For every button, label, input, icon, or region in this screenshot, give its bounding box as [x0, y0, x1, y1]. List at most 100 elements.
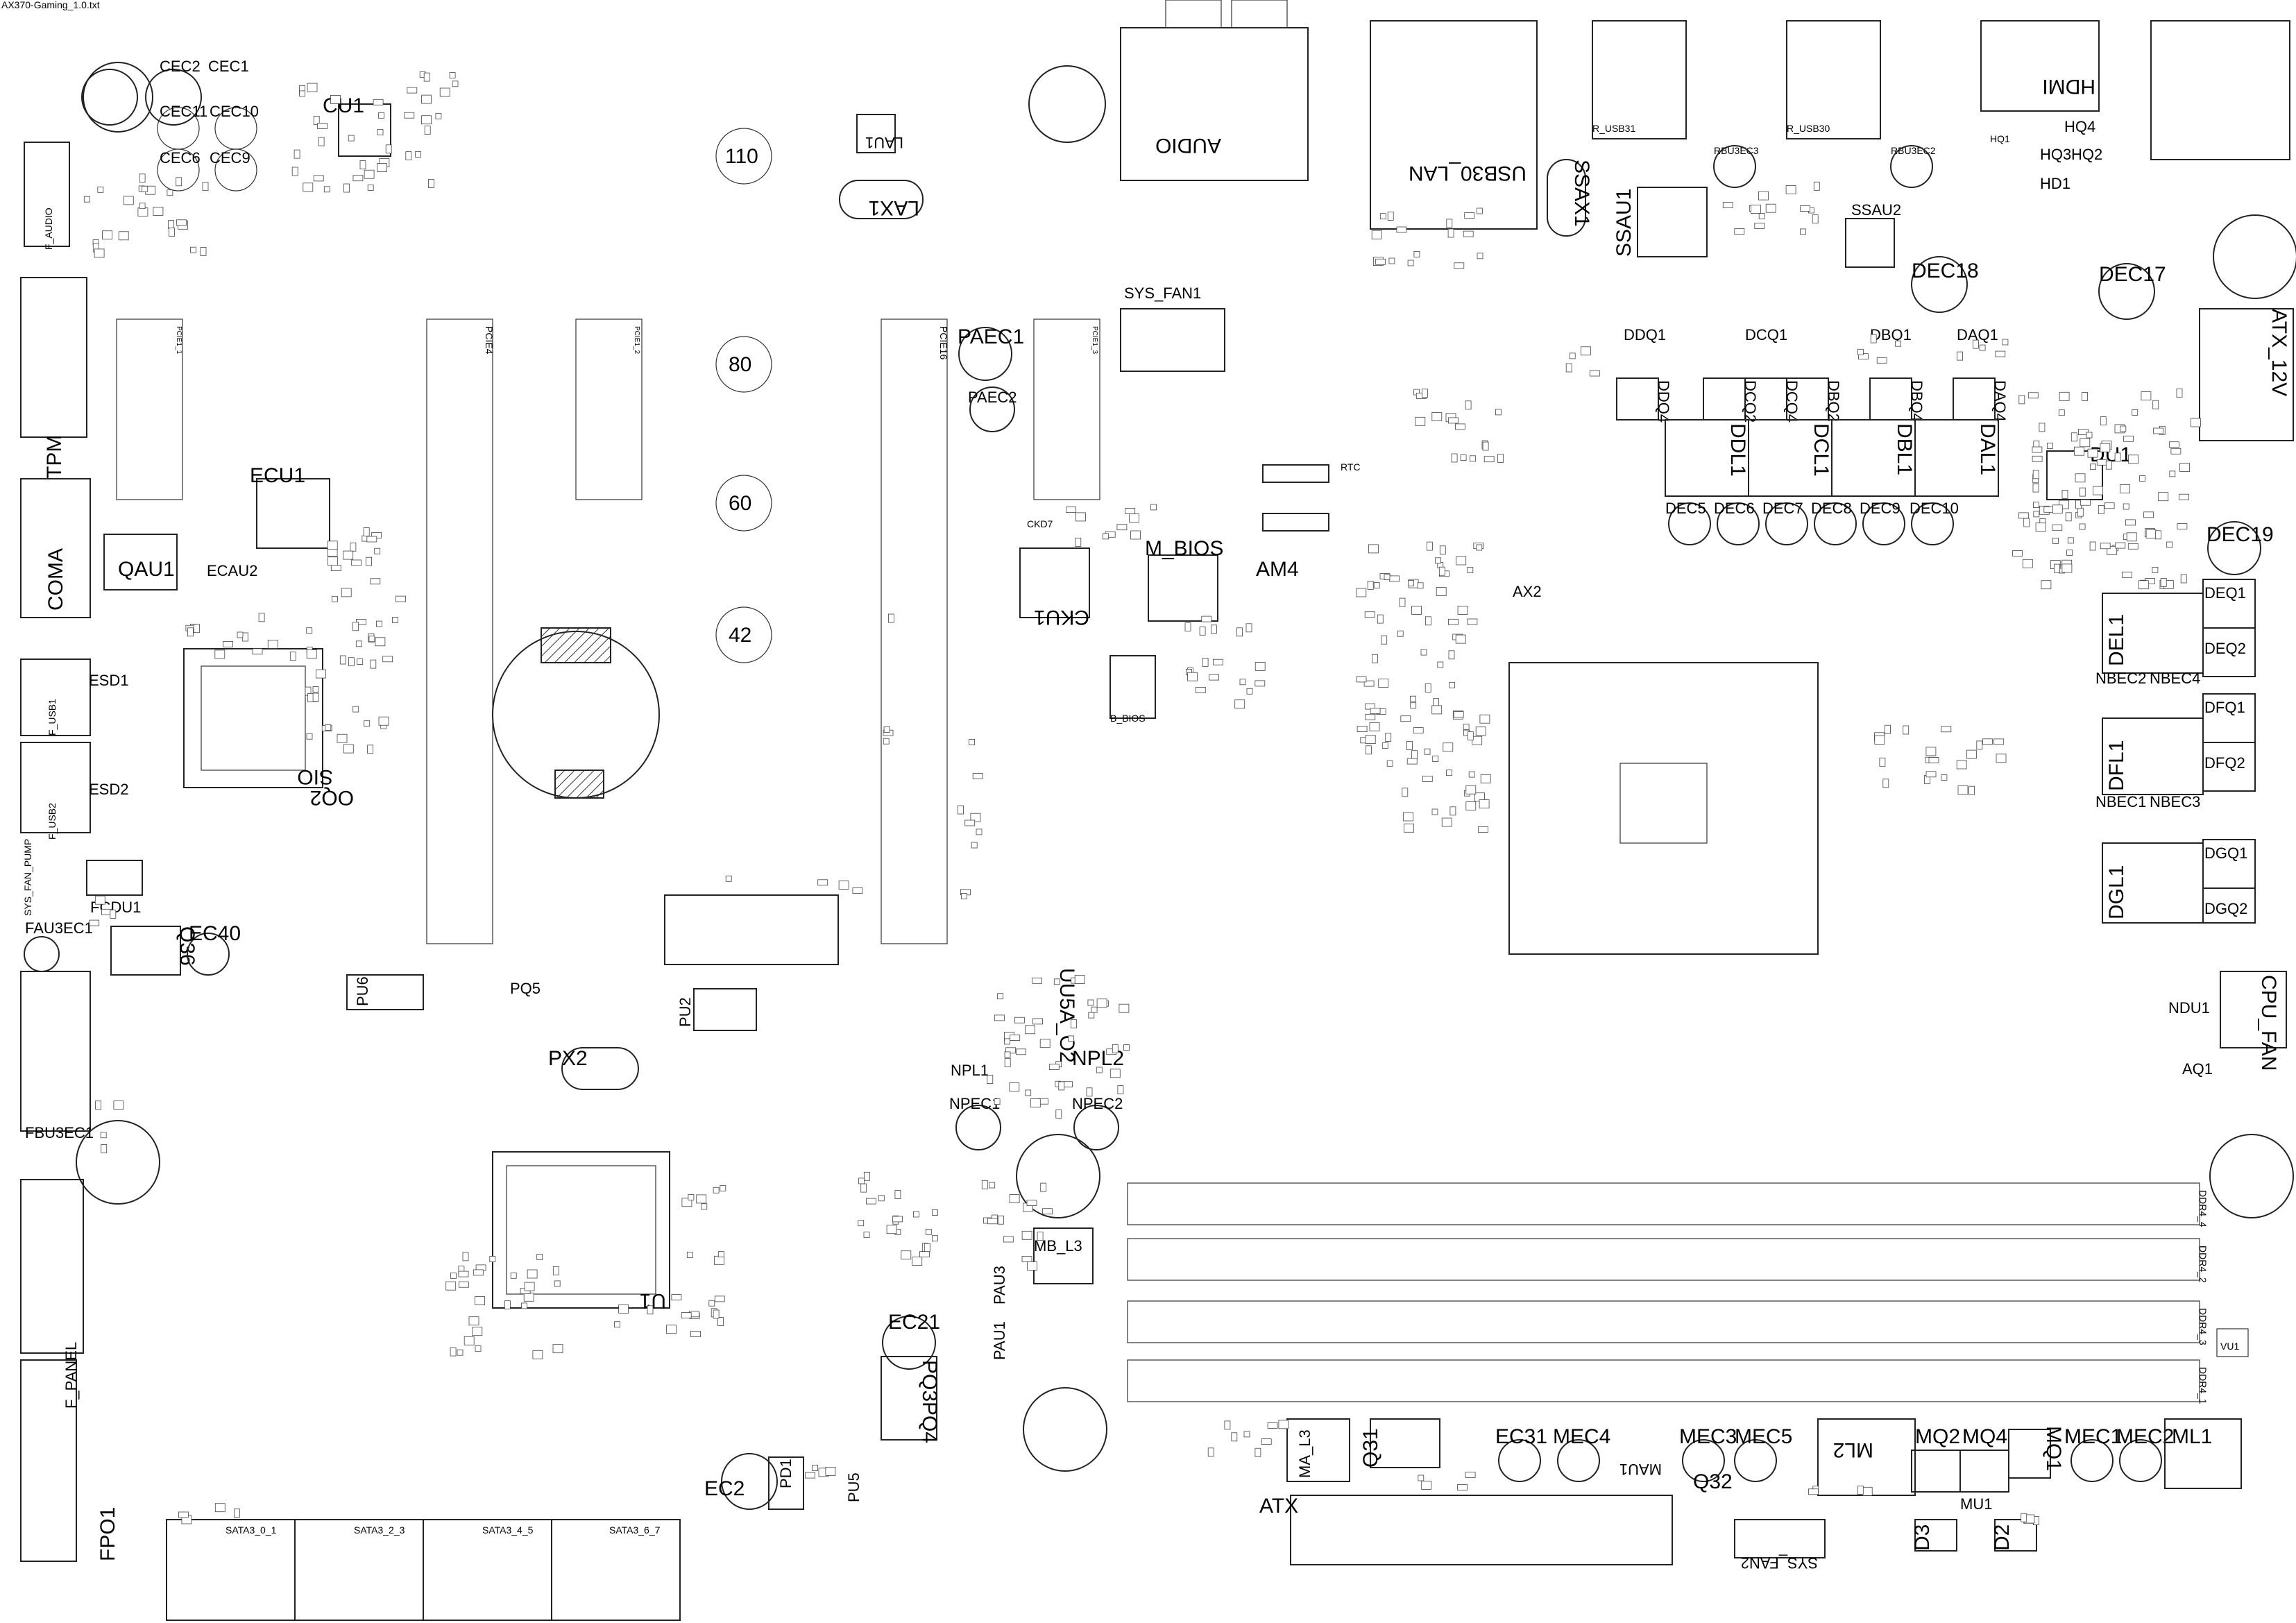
- smd-pad: [2035, 522, 2046, 532]
- header-coma: [20, 478, 91, 618]
- audio-capacitors: CEC2 CEC1 CEC11 CEC10 CEC6 CEC9: [81, 58, 259, 192]
- diode-d3: [1914, 1519, 1957, 1552]
- smd-pad: [1074, 975, 1085, 984]
- smd-pad: [392, 617, 398, 623]
- label-esd2: ESD2: [89, 781, 128, 798]
- smd-pad: [1388, 257, 1395, 264]
- mosfet-mq1: [2008, 1429, 2051, 1479]
- smd-pad: [2033, 502, 2039, 508]
- smd-pad: [113, 1101, 124, 1110]
- smd-pad: [1446, 770, 1452, 776]
- capacitor-dec7: [1765, 502, 1808, 545]
- smd-pad: [614, 1321, 620, 1328]
- label-dfq1: DFQ1: [2204, 699, 2245, 716]
- smd-pad: [1455, 634, 1466, 644]
- smd-pad: [932, 1235, 938, 1242]
- smd-pad: [994, 1098, 1001, 1105]
- smd-pad: [1053, 978, 1060, 985]
- smd-pad: [1941, 726, 1952, 733]
- smd-pad: [1201, 615, 1212, 622]
- label-cpu-fan: CPU_FAN: [2257, 975, 2280, 1071]
- smd-pad: [1042, 1208, 1053, 1215]
- smd-pad: [252, 648, 263, 655]
- smd-pad: [439, 87, 450, 97]
- smd-pad: [1016, 1048, 1026, 1055]
- chip-cku1: [1019, 547, 1090, 618]
- label-pcie16: PCIE16: [938, 326, 949, 359]
- smd-pad: [812, 1464, 818, 1471]
- smd-pad: [1862, 1486, 1873, 1496]
- smd-pad: [1129, 513, 1139, 522]
- smd-pad: [671, 1294, 682, 1300]
- smd-pad: [459, 1281, 469, 1288]
- label-dec8: DEC8: [1811, 500, 1852, 517]
- smd-pad: [350, 542, 357, 552]
- smd-pad: [1255, 1447, 1261, 1457]
- smd-pad: [858, 1220, 865, 1227]
- smd-pad: [1199, 626, 1206, 636]
- smd-pad: [863, 1232, 870, 1238]
- smd-pad: [137, 207, 148, 216]
- smd-pad: [1370, 708, 1381, 714]
- label-ddr4-4: DDR4_4: [2197, 1190, 2209, 1227]
- smd-pad: [2080, 438, 2091, 448]
- smd-pad: [1425, 616, 1431, 626]
- smd-pad: [289, 652, 296, 661]
- smd-pad: [858, 1178, 865, 1184]
- smd-pad: [368, 636, 375, 643]
- smd-pad: [100, 1132, 107, 1139]
- label-cec9: CEC9: [210, 149, 250, 167]
- smd-pad: [2089, 541, 2096, 551]
- label-ma-l3: MA_L3: [1296, 1429, 1313, 1478]
- smd-pad: [714, 1295, 725, 1302]
- label-cu1: CU1: [323, 94, 364, 117]
- smd-pad: [1373, 582, 1380, 588]
- label-dgq2: DGQ2: [2204, 900, 2247, 917]
- label-sata-2-3: SATA3_2_3: [354, 1524, 405, 1536]
- smd-pad: [359, 160, 366, 170]
- smd-pad: [2179, 463, 2191, 472]
- label-pcie1-3: PCIE1_3: [1091, 326, 1098, 354]
- smd-pad: [1463, 230, 1474, 237]
- header-tpm: [20, 277, 87, 438]
- label-paec2: PAEC2: [968, 389, 1017, 406]
- socket-m-bios: [1148, 554, 1218, 622]
- smd-pad: [1371, 230, 1382, 239]
- smd-pad: [2075, 473, 2086, 483]
- smd-pad: [452, 80, 459, 87]
- smd-pad: [2054, 563, 2060, 573]
- smd-pad: [924, 1243, 930, 1252]
- connector-atx-12v: [2199, 308, 2294, 441]
- smd-pad: [860, 1183, 867, 1193]
- chip-pd1: [768, 1456, 804, 1510]
- chip-ssau2: [1845, 218, 1895, 268]
- inductor-del1: [2102, 593, 2204, 674]
- label-mec5: MEC5: [1735, 1425, 1792, 1448]
- label-cec11: CEC11: [160, 103, 207, 120]
- capacitor-mec2: [2119, 1439, 2162, 1482]
- smd-pad: [423, 72, 430, 82]
- smd-pad: [1195, 687, 1206, 693]
- smd-pad: [647, 1305, 654, 1315]
- smd-pad: [2077, 507, 2084, 517]
- smd-pad: [1956, 760, 1967, 770]
- smd-pad: [2065, 512, 2072, 522]
- label-pu5: PU5: [845, 1472, 862, 1502]
- smd-pad: [1972, 339, 1979, 349]
- smd-pad: [2169, 470, 2176, 477]
- smd-pad: [1243, 1431, 1250, 1438]
- smd-pad: [382, 656, 393, 663]
- smd-pad: [1467, 618, 1478, 625]
- smd-pad: [1125, 508, 1136, 514]
- smd-pad: [1385, 733, 1392, 742]
- smd-pad: [102, 230, 113, 240]
- capacitor-dec8: [1814, 502, 1857, 545]
- capacitor-cec2: [81, 69, 138, 126]
- capacitor-dec6: [1717, 502, 1760, 545]
- smd-pad: [958, 805, 964, 815]
- smd-pad: [1410, 702, 1417, 709]
- capacitor-mec5: [1734, 1439, 1777, 1482]
- smd-pad: [1368, 544, 1379, 554]
- capacitor-rbu3ec2: [1890, 145, 1933, 188]
- smd-pad: [2123, 503, 2129, 510]
